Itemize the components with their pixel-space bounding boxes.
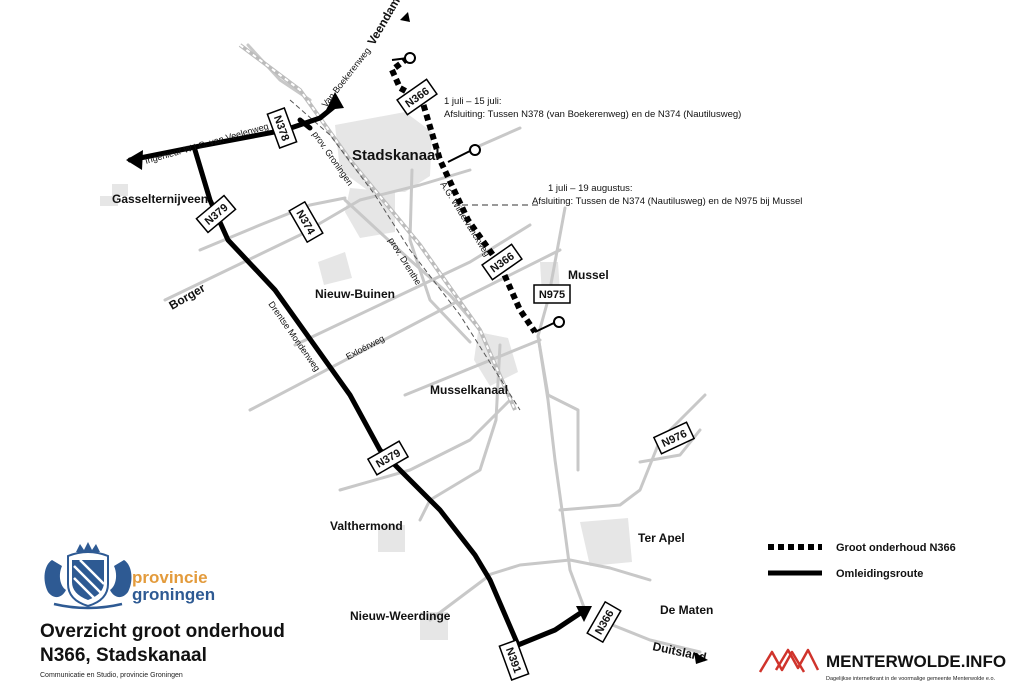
shield-n374: N374 <box>288 200 324 244</box>
town-valthermond: Valthermond <box>330 519 403 533</box>
logo-line2: groningen <box>132 585 215 604</box>
shield-n976: N976 <box>652 421 696 455</box>
brand-tagline: Dagelijkse internetkrant in de voormalig… <box>826 676 996 682</box>
mw-mark-icon <box>758 648 820 673</box>
town-gasselternijveen: Gasselternijveen <box>112 192 208 206</box>
arrow-northeast-icon <box>576 606 592 622</box>
province-border <box>289 99 521 411</box>
legend: Groot onderhoud N366 Omleidingsroute <box>768 542 956 580</box>
road-van-boekerenweg: Van Boekerenweg <box>320 46 373 110</box>
arrow-north-icon <box>326 92 344 110</box>
town-nieuw-weerdinge: Nieuw-Weerdinge <box>350 609 451 623</box>
closure-1-dates: 1 juli – 15 juli: <box>444 96 502 107</box>
town-nieuw-buinen: Nieuw-Buinen <box>315 287 395 301</box>
closure-note-1: 1 juli – 15 juli: Afsluiting: Tussen N37… <box>444 96 741 120</box>
railway <box>238 43 517 411</box>
logo-line1: provincie <box>132 568 208 587</box>
shield-n379-mid: N379 <box>366 440 410 476</box>
town-mussel: Mussel <box>568 268 609 282</box>
legend-maintenance-label: Groot onderhoud N366 <box>836 542 956 554</box>
road-exloerweg: Exloërweg <box>344 333 386 362</box>
legend-detour-label: Omleidingsroute <box>836 568 923 580</box>
town-stadskanaal: Stadskanaal <box>352 147 440 164</box>
detour-route <box>127 102 585 648</box>
town-borger: Borger <box>167 281 208 313</box>
credit-text: Communicatie en Studio, provincie Gronin… <box>40 672 183 679</box>
arrow-veendam-icon <box>400 12 410 22</box>
shield-n378: N378 <box>266 107 298 149</box>
shield-n366-top: N366 <box>396 78 438 116</box>
provincie-groningen-logo: provincie groningen <box>44 542 215 610</box>
closure-1-text: Afsluiting: Tussen N378 (van Boekerenweg… <box>444 109 741 120</box>
arrow-duitsland-icon <box>694 652 708 664</box>
shield-n391: N391 <box>498 639 530 681</box>
closure-note-2: 1 juli – 19 augustus: Afsluiting: Tussen… <box>532 183 802 207</box>
shield-n975: N975 <box>533 284 571 304</box>
closure-markers <box>391 52 565 333</box>
menterwolde-logo: MENTERWOLDE.INFO Dagelijkse internetkran… <box>758 648 1006 682</box>
page-title-line2: N366, Stadskanaal <box>40 645 207 666</box>
shield-n366-bottom: N366 <box>586 600 622 644</box>
coat-of-arms-icon <box>44 542 132 610</box>
closure-2-text: Afsluiting: Tussen de N374 (Nautilusweg)… <box>532 196 802 207</box>
svg-text:N975: N975 <box>539 289 565 301</box>
town-musselkanaal: Musselkanaal <box>430 383 508 397</box>
closure-2-dates: 1 juli – 19 augustus: <box>548 183 633 194</box>
road-a-g-wildervanckweg: A.G. Wildervanckweg <box>438 180 492 258</box>
town-veendam: Veendam <box>364 0 402 48</box>
brand-name: MENTERWOLDE.INFO <box>826 652 1006 671</box>
arrow-west-icon <box>126 150 143 170</box>
maintenance-section <box>388 55 538 334</box>
town-ter-apel: Ter Apel <box>638 531 685 545</box>
road-van-veelenweg: Ingenieur W.I.C. van Veelenweg <box>144 121 270 166</box>
town-de-maten: De Maten <box>660 603 713 617</box>
page-title-line1: Overzicht groot onderhoud <box>40 621 285 642</box>
